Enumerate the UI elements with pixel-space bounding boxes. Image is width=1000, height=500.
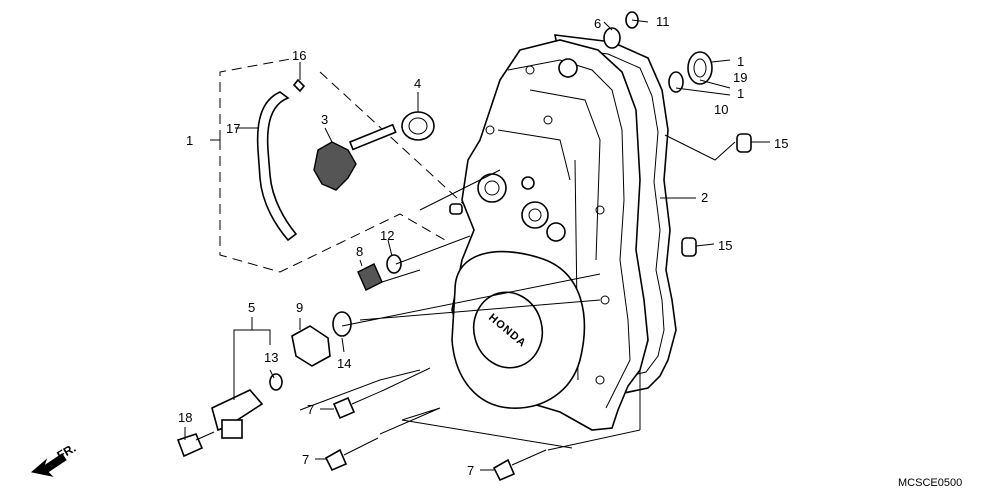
cover-boss-a: [477, 173, 507, 203]
bolt-7c-shank: [511, 449, 547, 466]
bolt-7b: [324, 448, 348, 472]
drain-plug-8: [357, 263, 383, 291]
callout-16: 16: [292, 48, 306, 63]
callout-18: 18: [178, 410, 192, 425]
callout-14: 14: [337, 356, 351, 371]
callout-1c: 1: [737, 86, 744, 101]
callout-4: 4: [414, 76, 421, 91]
cover-bolt-hole-2: [543, 115, 553, 125]
callout-12: 12: [380, 228, 394, 243]
callout-9: 9: [296, 300, 303, 315]
cover-boss-a-hole: [484, 180, 500, 196]
callout-2: 2: [701, 190, 708, 205]
callout-15a: 15: [774, 136, 788, 151]
callout-15b: 15: [718, 238, 732, 253]
cover-bolt-hole-1: [525, 65, 535, 75]
callout-5: 5: [248, 300, 255, 315]
cover-bolt-hole-6: [485, 125, 495, 135]
pump-shaft: [348, 123, 397, 151]
impeller-3: [313, 141, 357, 191]
callout-1a: 1: [186, 133, 193, 148]
callout-7c: 7: [467, 463, 474, 478]
washer-12: [386, 254, 402, 274]
cover-rib-b: [497, 129, 571, 181]
pump-seal-4-inner: [408, 117, 428, 135]
cover-bolt-hole-3: [595, 205, 605, 215]
oring-14: [332, 311, 352, 337]
bolt-7c: [492, 458, 516, 482]
pump-dowel: [449, 203, 463, 215]
cover-rib-a: [529, 89, 601, 261]
callout-1b: 1: [737, 54, 744, 69]
front-direction-icon: FR.: [30, 441, 78, 477]
oring-13: [269, 373, 283, 391]
callout-10: 10: [714, 102, 728, 117]
pump-seal-4: [401, 111, 435, 141]
bolt-7a-shank: [351, 389, 385, 405]
callout-3: 3: [321, 112, 328, 127]
callout-8: 8: [356, 244, 363, 259]
dowel-15b: [681, 237, 697, 257]
callout-19: 19: [733, 70, 747, 85]
callout-17: 17: [226, 121, 240, 136]
callout-7a: 7: [307, 402, 314, 417]
cover-boss-c: [546, 222, 566, 242]
cover-bearing-seat: [558, 58, 578, 78]
oil-seal-10: [668, 71, 684, 93]
cover-boss-b-hole: [528, 208, 542, 222]
dowel-15a: [736, 133, 752, 153]
cover-bolt-hole-5: [595, 375, 605, 385]
bolt-7a: [332, 396, 356, 420]
cover-boss-d: [521, 176, 535, 190]
bearing-19: [687, 51, 713, 85]
water-hose-17: [256, 91, 298, 242]
callout-7b: 7: [302, 452, 309, 467]
cover-bolt-hole-4: [600, 295, 610, 305]
bolt-18: [176, 433, 204, 458]
callout-13: 13: [264, 350, 278, 365]
callout-6: 6: [594, 16, 601, 31]
sensor-connector: [221, 419, 243, 439]
gasket-inner-edge: [559, 47, 665, 383]
callout-11: 11: [656, 14, 670, 29]
cover-boss-b: [521, 201, 549, 229]
bolt-18-shank: [195, 431, 215, 441]
bearing-19-inner: [693, 58, 707, 78]
pump-group-outline: [219, 57, 471, 273]
filler-cap-9: [291, 325, 331, 367]
leader-lines: [184, 19, 770, 471]
bolt-7b-shank: [343, 437, 379, 456]
dowel-pin-6: [603, 27, 621, 49]
honda-emblem-ring: [472, 291, 544, 369]
cover-flange-detail: [507, 59, 631, 409]
diagram-code: MCSCE0500: [898, 477, 962, 489]
hose-clamp-16: [292, 78, 306, 93]
